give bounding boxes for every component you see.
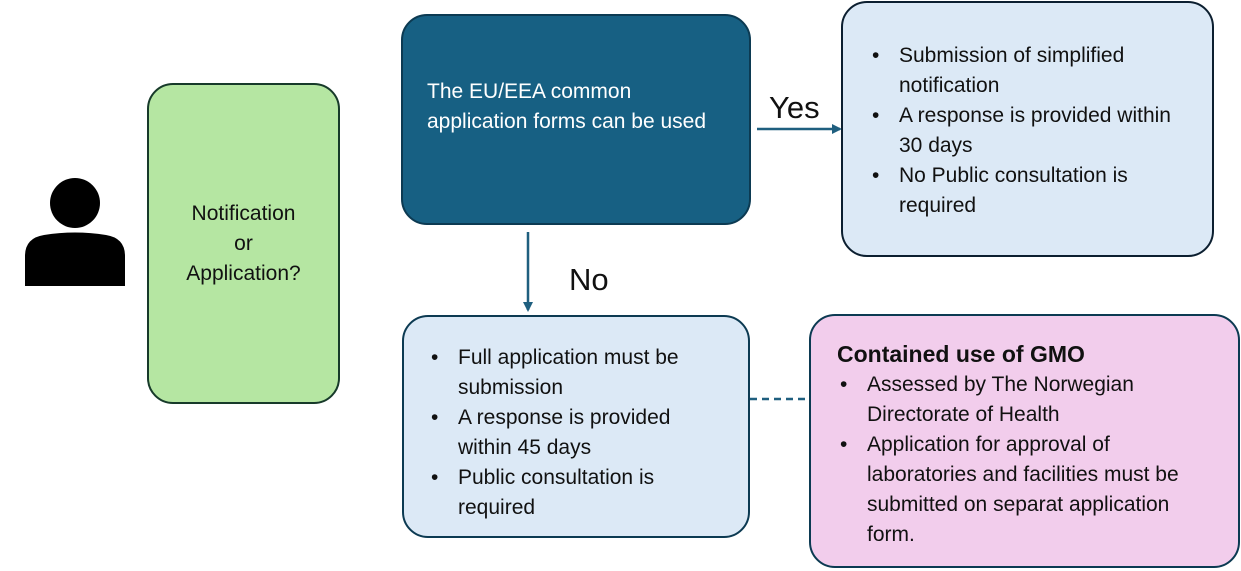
yes-item-2: A response is provided within 30 days	[899, 104, 1171, 157]
person-icon	[25, 178, 125, 286]
simplified-notification-box: • Submission of simplified notification •…	[841, 1, 1214, 257]
bullet-icon: •	[840, 373, 848, 396]
list-item: • A response is provided within 30 days	[869, 101, 1192, 161]
gmo-title: Contained use of GMO	[837, 341, 1085, 367]
gmo-bullet-list: • Assessed by The Norwegian Directorate o…	[837, 370, 1222, 550]
list-item: • Public consultation is required	[428, 463, 728, 523]
bullet-icon: •	[840, 433, 848, 456]
no-item-3: Public consultation is required	[458, 466, 655, 519]
list-item: • Assessed by The Norwegian Directorate o…	[837, 370, 1222, 430]
full-application-box: • Full application must be submission • A …	[402, 315, 750, 538]
question-line-3: Application?	[186, 261, 301, 285]
no-item-2: A response is provided within 45 days	[458, 406, 671, 459]
list-item: • No Public consultation is required	[869, 161, 1192, 221]
bullet-icon: •	[431, 406, 439, 429]
gmo-item-2: Application for approval of laboratories…	[867, 433, 1179, 546]
bullet-icon: •	[872, 164, 880, 187]
bullet-icon: •	[872, 44, 880, 67]
eu-eea-forms-decision-box: The EU/EEA common application forms can …	[401, 14, 751, 225]
yes-label: Yes	[769, 90, 820, 125]
bullet-icon: •	[431, 466, 439, 489]
bullet-icon: •	[872, 104, 880, 127]
decision-text: The EU/EEA common application forms can …	[427, 80, 706, 133]
bullet-icon: •	[431, 346, 439, 369]
notification-or-application-box: Notification or Application?	[147, 83, 340, 404]
yes-item-3: No Public consultation is required	[899, 164, 1128, 217]
no-item-1: Full application must be submission	[458, 346, 679, 399]
question-line-2: or	[234, 231, 253, 255]
yes-bullet-list: • Submission of simplified notification •…	[869, 41, 1192, 221]
list-item: • A response is provided within 45 days	[428, 403, 728, 463]
contained-use-gmo-box: Contained use of GMO • Assessed by The No…	[809, 314, 1240, 568]
gmo-item-1: Assessed by The Norwegian Directorate of…	[867, 373, 1134, 426]
list-item: • Full application must be submission	[428, 343, 728, 403]
no-label: No	[569, 262, 609, 297]
list-item: • Application for approval of laboratorie…	[837, 430, 1222, 550]
no-bullet-list: • Full application must be submission • A …	[428, 343, 728, 523]
question-line-1: Notification	[191, 201, 296, 225]
yes-item-1: Submission of simplified notification	[899, 44, 1125, 97]
list-item: • Submission of simplified notification	[869, 41, 1192, 101]
